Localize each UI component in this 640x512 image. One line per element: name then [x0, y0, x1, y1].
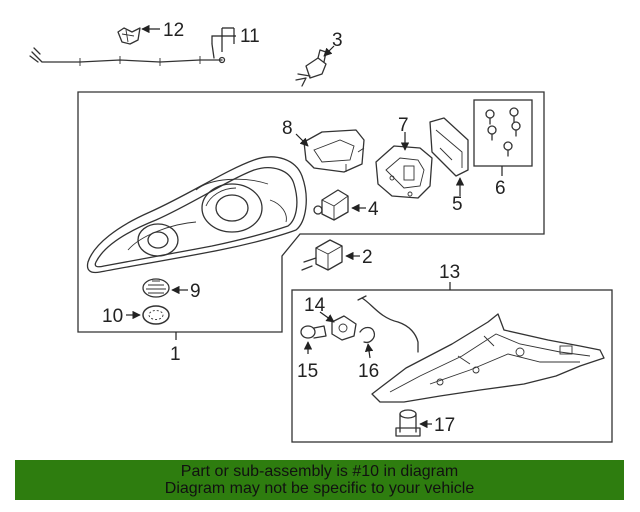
cover-part-5[interactable]: [429, 117, 469, 177]
harness-clip-part-12[interactable]: [117, 27, 141, 45]
adjuster-rod[interactable]: [357, 295, 419, 353]
callout-14: 14: [304, 295, 326, 316]
bushing-part-17[interactable]: [395, 409, 421, 437]
leader-8: [295, 133, 309, 147]
callout-11: 11: [240, 26, 260, 47]
callout-4: 4: [368, 199, 379, 220]
banner-line-1: Part or sub-assembly is #10 in diagram: [180, 463, 459, 480]
cap-part-9[interactable]: [142, 278, 170, 298]
headlamp-assembly-box: [77, 91, 545, 333]
mounting-bracket-box: [291, 289, 613, 443]
leader-16: [364, 343, 374, 359]
ballast-part-2[interactable]: [301, 239, 343, 271]
leader-3: [323, 45, 335, 57]
callout-16: 16: [358, 361, 379, 382]
banner-line-2: Diagram may not be specific to your vehi…: [164, 480, 475, 497]
callout-2: 2: [362, 247, 373, 268]
callout-10: 10: [102, 306, 123, 327]
bolt-part-15[interactable]: [300, 325, 327, 339]
screws-part-6[interactable]: [485, 107, 521, 157]
callout-1: 1: [170, 344, 181, 365]
callout-13: 13: [439, 262, 460, 283]
seal-ring-part-10[interactable]: [142, 305, 170, 325]
leader-11-bracket: [221, 27, 235, 52]
screws-kit-box: [473, 99, 533, 167]
callout-6: 6: [495, 178, 506, 199]
callout-5: 5: [452, 194, 463, 215]
control-unit-part-7[interactable]: [375, 145, 433, 199]
bulb-part-3[interactable]: [295, 49, 327, 87]
leader-14: [319, 311, 335, 323]
bracket-part-8[interactable]: [303, 129, 365, 173]
clip-part-16[interactable]: [359, 326, 376, 344]
callout-9: 9: [190, 281, 201, 302]
callout-15: 15: [297, 361, 318, 382]
callout-17: 17: [434, 415, 455, 436]
wiring-harness-part-11[interactable]: [29, 43, 226, 66]
callout-7: 7: [398, 115, 409, 136]
leader-11: [211, 35, 236, 44]
callout-12: 12: [163, 20, 184, 41]
nut-part-14[interactable]: [331, 315, 357, 341]
headlamp-housing-part-1[interactable]: [86, 156, 307, 274]
socket-part-4[interactable]: [313, 189, 349, 221]
callout-3: 3: [332, 30, 343, 51]
callout-8: 8: [282, 118, 293, 139]
mounting-bracket-part-13[interactable]: [371, 313, 605, 403]
info-banner: Part or sub-assembly is #10 in diagram D…: [15, 460, 624, 500]
